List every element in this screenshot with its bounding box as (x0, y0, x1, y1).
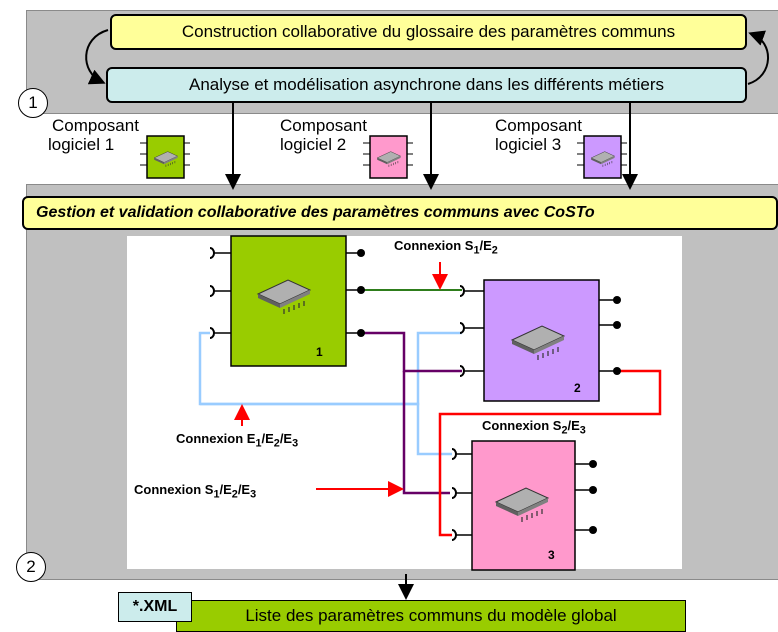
glossary-construction-text: Construction collaborative du glossaire … (181, 22, 676, 41)
step-marker-1: 1 (18, 88, 48, 118)
step-marker-2: 2 (16, 552, 46, 582)
line-red-s2e3 (438, 369, 662, 537)
result-box: Liste des paramètres communs du modèle g… (176, 600, 686, 632)
cycle-arrow-right (747, 30, 769, 85)
label-connexion-s1-e2: Connexion S1/E2 (394, 238, 498, 257)
block-1 (209, 235, 365, 367)
glossary-construction-box: Construction collaborative du glossaire … (110, 14, 747, 50)
label-connexion-s2-e3: Connexion S2/E3 (482, 418, 586, 437)
result-text: Liste des paramètres communs du modèle g… (245, 606, 617, 625)
xml-tag: *.XML (118, 592, 192, 622)
block-2-number: 2 (574, 381, 581, 395)
costo-banner: Gestion et validation collaborative des … (22, 196, 778, 230)
cycle-arrow-left (85, 29, 109, 85)
block-3 (451, 440, 597, 571)
component-icon-2 (363, 135, 413, 179)
line-purple-1 (360, 331, 462, 373)
line-lightblue-2 (200, 402, 452, 456)
block-2 (459, 279, 621, 402)
label-connexion-e1-e2-e3: Connexion E1/E2/E3 (176, 431, 299, 450)
async-analysis-text: Analyse et modélisation asynchrone dans … (189, 75, 664, 94)
line-purple-2 (402, 371, 450, 495)
block-3-number: 3 (548, 548, 555, 562)
component-icon-1 (140, 135, 190, 179)
block-1-number: 1 (316, 345, 323, 359)
component-label-2: Composant logiciel 2 (280, 116, 367, 154)
label-connexion-s1-e2-e3: Connexion S1/E2/E3 (134, 482, 257, 501)
xml-tag-text: *.XML (132, 598, 178, 615)
costo-banner-text: Gestion et validation collaborative des … (36, 204, 595, 221)
async-analysis-box: Analyse et modélisation asynchrone dans … (106, 67, 747, 103)
component-label-1: Composant logiciel 1 (48, 116, 139, 154)
component-icon-3 (577, 135, 627, 179)
component-label-3: Composant logiciel 3 (495, 116, 582, 154)
